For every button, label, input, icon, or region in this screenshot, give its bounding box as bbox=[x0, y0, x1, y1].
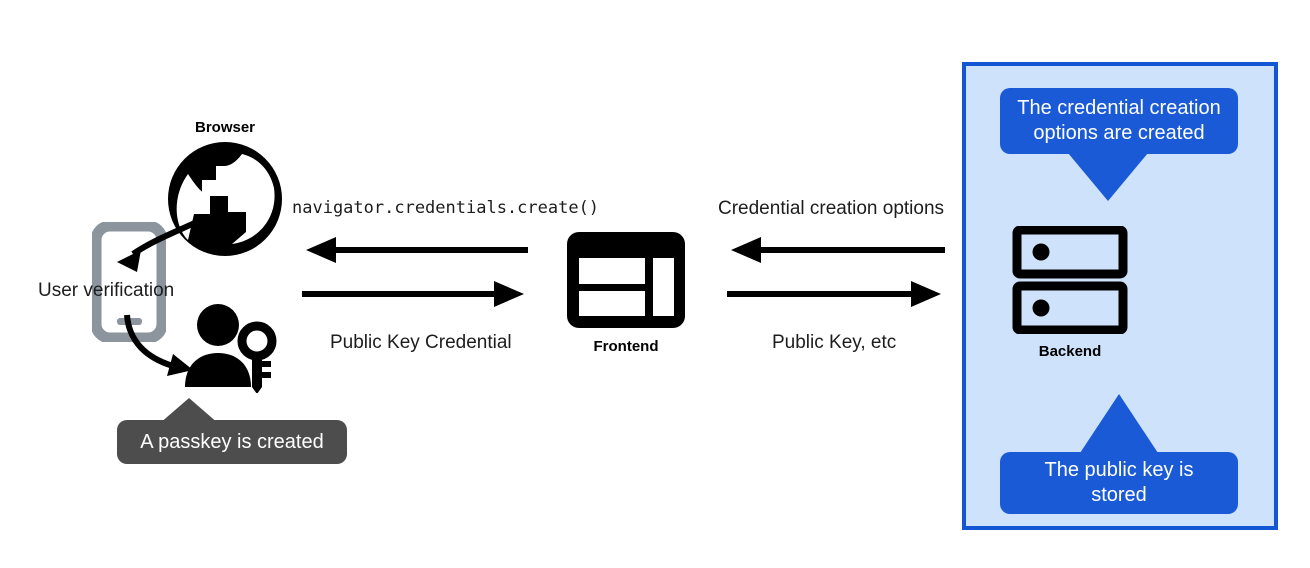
verification-flow-arrows-icon bbox=[95, 200, 295, 380]
callout-credential-options-created: The credential creation options are crea… bbox=[1000, 88, 1238, 154]
person-with-key-icon bbox=[183, 303, 283, 394]
edge-label-navigator-create: navigator.credentials.create() bbox=[292, 198, 600, 218]
edge-label-public-key-credential: Public Key Credential bbox=[330, 332, 512, 353]
callout-pointer-down-icon bbox=[1068, 153, 1148, 201]
edge-label-credential-creation-options: Credential creation options bbox=[718, 198, 945, 219]
frontend-label: Frontend bbox=[593, 338, 659, 355]
callout-pointer-up-gray-icon bbox=[159, 398, 219, 424]
browser-frontend-arrows-icon bbox=[300, 236, 530, 308]
edge-label-public-key-etc: Public Key, etc bbox=[772, 332, 897, 353]
frontend-backend-arrows-icon bbox=[725, 236, 947, 308]
callout-passkey-created: A passkey is created bbox=[117, 420, 347, 464]
user-verification-label: User verification bbox=[38, 280, 175, 301]
callout-public-key-stored: The public key is stored bbox=[1000, 452, 1238, 514]
callout-pointer-up-icon bbox=[1080, 394, 1158, 453]
globe-icon bbox=[166, 140, 284, 258]
webpage-layout-icon bbox=[566, 231, 686, 329]
browser-label: Browser bbox=[194, 119, 256, 136]
backend-label: Backend bbox=[1038, 343, 1102, 360]
server-stack-icon bbox=[1012, 225, 1128, 335]
